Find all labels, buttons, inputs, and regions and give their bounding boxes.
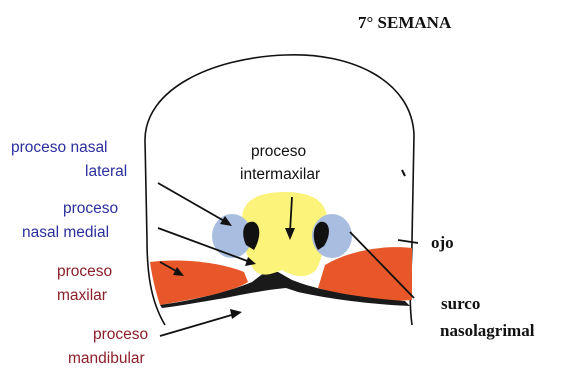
label-nasal-lateral-line2: lateral	[85, 163, 127, 180]
label-intermaxilar-line1: proceso	[251, 143, 306, 160]
label-nasal-medial-line1: proceso	[63, 200, 118, 217]
label-nasal-lateral-line1: proceso nasal	[11, 139, 108, 156]
diagram-title: 7° SEMANA	[358, 13, 452, 32]
label-maxilar-line2: maxilar	[57, 287, 107, 304]
arrow-mandibular	[160, 314, 235, 336]
label-mandibular-line1: proceso	[93, 326, 148, 343]
eye-tick	[402, 170, 405, 176]
label-mandibular-line2: mandibular	[68, 350, 145, 367]
label-intermaxilar-line2: intermaxilar	[240, 166, 320, 183]
arrow-ojo	[398, 240, 418, 243]
label-surco-line1: surco	[441, 294, 480, 313]
label-nasal-medial-line2: nasal medial	[22, 224, 109, 241]
arrow-nasal-lateral	[158, 183, 226, 222]
arrowhead-mandibular	[230, 309, 242, 319]
label-ojo: ojo	[431, 233, 454, 252]
label-surco-line2: nasolagrimal	[440, 321, 535, 340]
label-maxilar-line1: proceso	[57, 263, 112, 280]
